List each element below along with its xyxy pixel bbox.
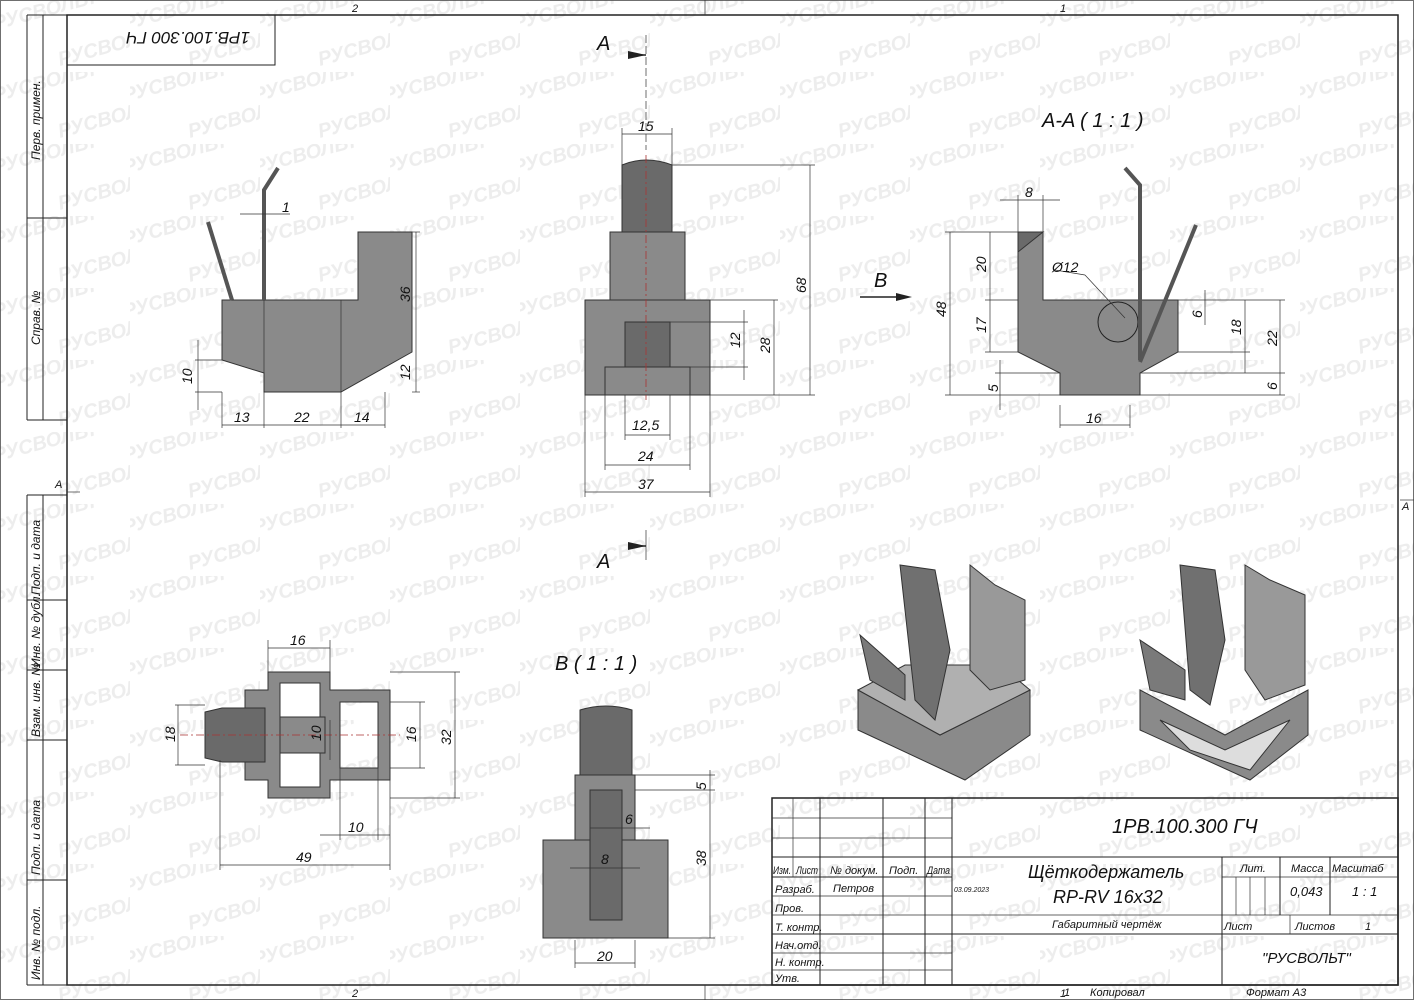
dim-label: 10	[308, 725, 324, 741]
format-label: Формат А3	[1246, 987, 1307, 999]
rotated-stamp-code: 1РВ.100.300 ГЧ	[126, 28, 250, 47]
section-aa-view	[860, 166, 1285, 428]
tb-scale-label: Масштаб	[1332, 863, 1384, 875]
tb-header: Лист	[795, 865, 818, 877]
rotated-stamp-box	[66, 14, 276, 66]
dim-label: 28	[757, 337, 773, 354]
dim-label: 18	[162, 726, 178, 742]
dim-label: 32	[438, 729, 454, 745]
dim-label: 12,5	[632, 417, 659, 433]
dim-label: 20	[973, 256, 989, 273]
top-view	[175, 640, 460, 870]
tb-doc-type: Габаритный чертёж	[1052, 919, 1162, 931]
zone-mark: 2	[351, 3, 358, 15]
strip-label: Инв. № подл.	[29, 906, 43, 980]
tb-name-line1: Щёткодержатель	[1028, 862, 1184, 882]
view-b	[542, 705, 715, 968]
dim-label: 20	[596, 948, 613, 964]
dim-label: 13	[234, 409, 250, 425]
tb-developer: Петров	[833, 883, 874, 895]
front-view	[195, 166, 420, 428]
zone-mark: 1	[1060, 3, 1066, 15]
dim-label: 17	[973, 316, 989, 333]
dim-label: 16	[1086, 410, 1102, 426]
tb-header: Подп.	[889, 865, 918, 877]
tb-sheets-label: Листов	[1294, 921, 1335, 933]
dim-label: 68	[793, 277, 809, 293]
dim-label: 6	[1264, 382, 1280, 390]
section-marker-bottom: A	[596, 551, 610, 573]
dim-label: 38	[693, 850, 709, 866]
tb-role: Утв.	[774, 973, 800, 985]
copied-num: 1	[1064, 987, 1070, 999]
view-b-title: B ( 1 : 1 )	[555, 653, 637, 675]
strip-label: Подп. и дата	[29, 800, 43, 875]
tb-role: Т. контр.	[775, 922, 822, 934]
dim-label: 12	[397, 364, 413, 380]
dim-label: 16	[290, 632, 306, 648]
tb-header: № докум.	[830, 865, 878, 877]
zone-mark: A	[1401, 501, 1409, 513]
side-view	[584, 35, 815, 560]
dim-label: 16	[403, 726, 419, 742]
strip-label: Взам. инв. №	[29, 663, 43, 737]
tb-name-line2: RP-RV 16x32	[1053, 887, 1163, 907]
tb-sheet-label: Лист	[1223, 921, 1252, 933]
dim-label: 1	[282, 199, 290, 215]
section-marker-top: A	[596, 33, 610, 55]
zone-mark: A	[54, 479, 62, 491]
section-aa-title: A-A ( 1 : 1 )	[1041, 110, 1144, 132]
dim-label: 5	[985, 384, 1001, 392]
strip-label: Инв. № дубл.	[29, 593, 43, 667]
dim-label: 12	[727, 332, 743, 348]
zone-mark: 1	[1060, 988, 1066, 1000]
inner-frame	[66, 14, 1399, 986]
tb-date: 03.09.2023	[954, 887, 989, 894]
tb-lit-label: Лит.	[1239, 863, 1266, 875]
dim-label: 24	[637, 448, 654, 464]
tb-mass-label: Масса	[1291, 863, 1324, 875]
dim-label: 37	[638, 476, 655, 492]
dim-label: Ø12	[1051, 259, 1079, 275]
dim-label: 48	[933, 301, 949, 317]
dim-label: 5	[693, 782, 709, 790]
tb-sheets: 1	[1365, 921, 1371, 933]
tb-mass: 0,043	[1290, 884, 1323, 899]
dim-label: 6	[625, 811, 633, 827]
tb-company: "РУСВОЛЬТ"	[1262, 950, 1351, 967]
dim-label: 8	[1025, 184, 1033, 200]
strip-label: Подп. и дата	[29, 520, 43, 595]
dim-label: 22	[1264, 330, 1280, 347]
tb-header: Дата	[925, 865, 950, 877]
tb-scale: 1 : 1	[1352, 884, 1377, 899]
strip-label: Справ. №	[29, 290, 43, 345]
zone-mark: 2	[351, 988, 358, 1000]
copied-label: Копировал	[1090, 987, 1145, 999]
isometric-view-2	[1139, 564, 1309, 781]
view-b-arrow-label: B	[874, 270, 887, 292]
dim-label: 6	[1189, 310, 1205, 318]
title-block	[771, 797, 1399, 986]
tb-role: Н. контр.	[775, 957, 825, 969]
dim-label: 22	[293, 409, 310, 425]
dim-label: 14	[354, 409, 370, 425]
strip-label: Перв. примен.	[29, 80, 43, 160]
dim-label: 36	[397, 286, 413, 302]
tb-role: Разраб.	[775, 884, 815, 896]
dim-label: 15	[638, 118, 654, 134]
tb-role: Пров.	[775, 903, 804, 915]
tb-header: Изм.	[773, 865, 791, 877]
tb-role: Нач.отд.	[775, 940, 821, 952]
dim-label: 10	[348, 819, 364, 835]
dim-label: 18	[1228, 319, 1244, 335]
dim-label: 10	[179, 368, 195, 384]
dim-label: 8	[601, 851, 609, 867]
isometric-view-1	[856, 563, 1031, 781]
dim-label: 49	[296, 849, 312, 865]
drawing-code: 1РВ.100.300 ГЧ	[1112, 816, 1258, 838]
